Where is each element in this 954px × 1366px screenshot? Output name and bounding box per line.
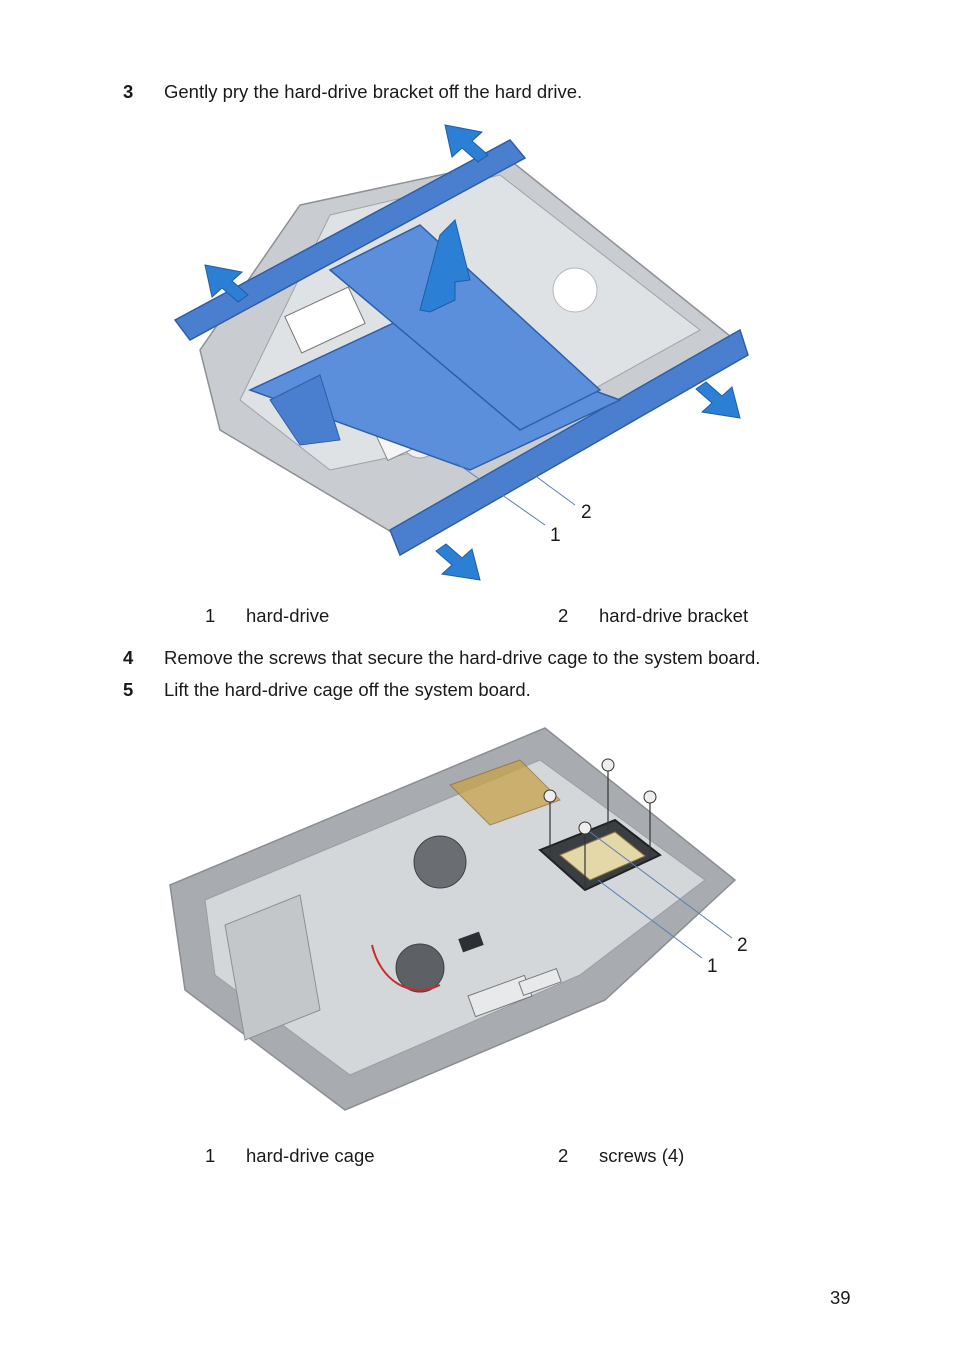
callout-2: 2 [581, 502, 592, 523]
page-number: 39 [830, 1287, 851, 1308]
arrow-left-icon [204, 264, 249, 303]
callout-leader-1 [454, 461, 546, 526]
arrow-right-icon [695, 381, 741, 419]
callout-leader-1 [597, 879, 703, 959]
callout-1: 1 [707, 956, 718, 977]
legend-number: 2 [558, 605, 569, 626]
screw-icon [543, 789, 557, 858]
legend-label: screws (4) [599, 1145, 685, 1166]
legend-number: 2 [558, 1145, 569, 1166]
screw-icon [643, 790, 657, 858]
legend-label: hard-drive bracket [599, 605, 749, 626]
callout-1: 1 [550, 525, 561, 546]
step-text: Remove the screws that secure the hard-d… [164, 647, 761, 668]
step-number: 5 [123, 679, 134, 700]
hard-drive-bracket-illustration: 1 2 [173, 124, 749, 581]
arrow-up-icon [419, 219, 471, 313]
screw-icon [601, 758, 615, 830]
arrow-bottom-icon [435, 543, 481, 581]
step-text: Lift the hard-drive cage off the system … [164, 679, 531, 700]
legend-label: hard-drive [246, 605, 330, 626]
step-4: 4 Remove the screws that secure the hard-… [123, 646, 760, 670]
legend-number: 1 [205, 605, 216, 626]
step-5: 5 Lift the hard-drive cage off the system… [123, 678, 531, 702]
step-3: 3 Gently pry the hard-drive bracket off t… [123, 80, 582, 104]
drive-label [284, 286, 366, 354]
arrow-top-icon [444, 124, 489, 163]
legend-label: hard-drive cage [246, 1145, 375, 1166]
step-text: Gently pry the hard-drive bracket off th… [164, 81, 583, 102]
legend-number: 1 [205, 1145, 216, 1166]
callout-leader-2 [589, 831, 733, 939]
step-number: 4 [123, 647, 134, 668]
step-number: 3 [123, 81, 134, 102]
bracket-rail-right [389, 328, 749, 557]
callout-2: 2 [737, 935, 748, 956]
callout-leader-2 [529, 471, 576, 506]
screw-icon [578, 821, 592, 890]
bracket-rail-left [173, 139, 527, 341]
hard-drive-cage-illustration: 1 2 [169, 727, 748, 1111]
